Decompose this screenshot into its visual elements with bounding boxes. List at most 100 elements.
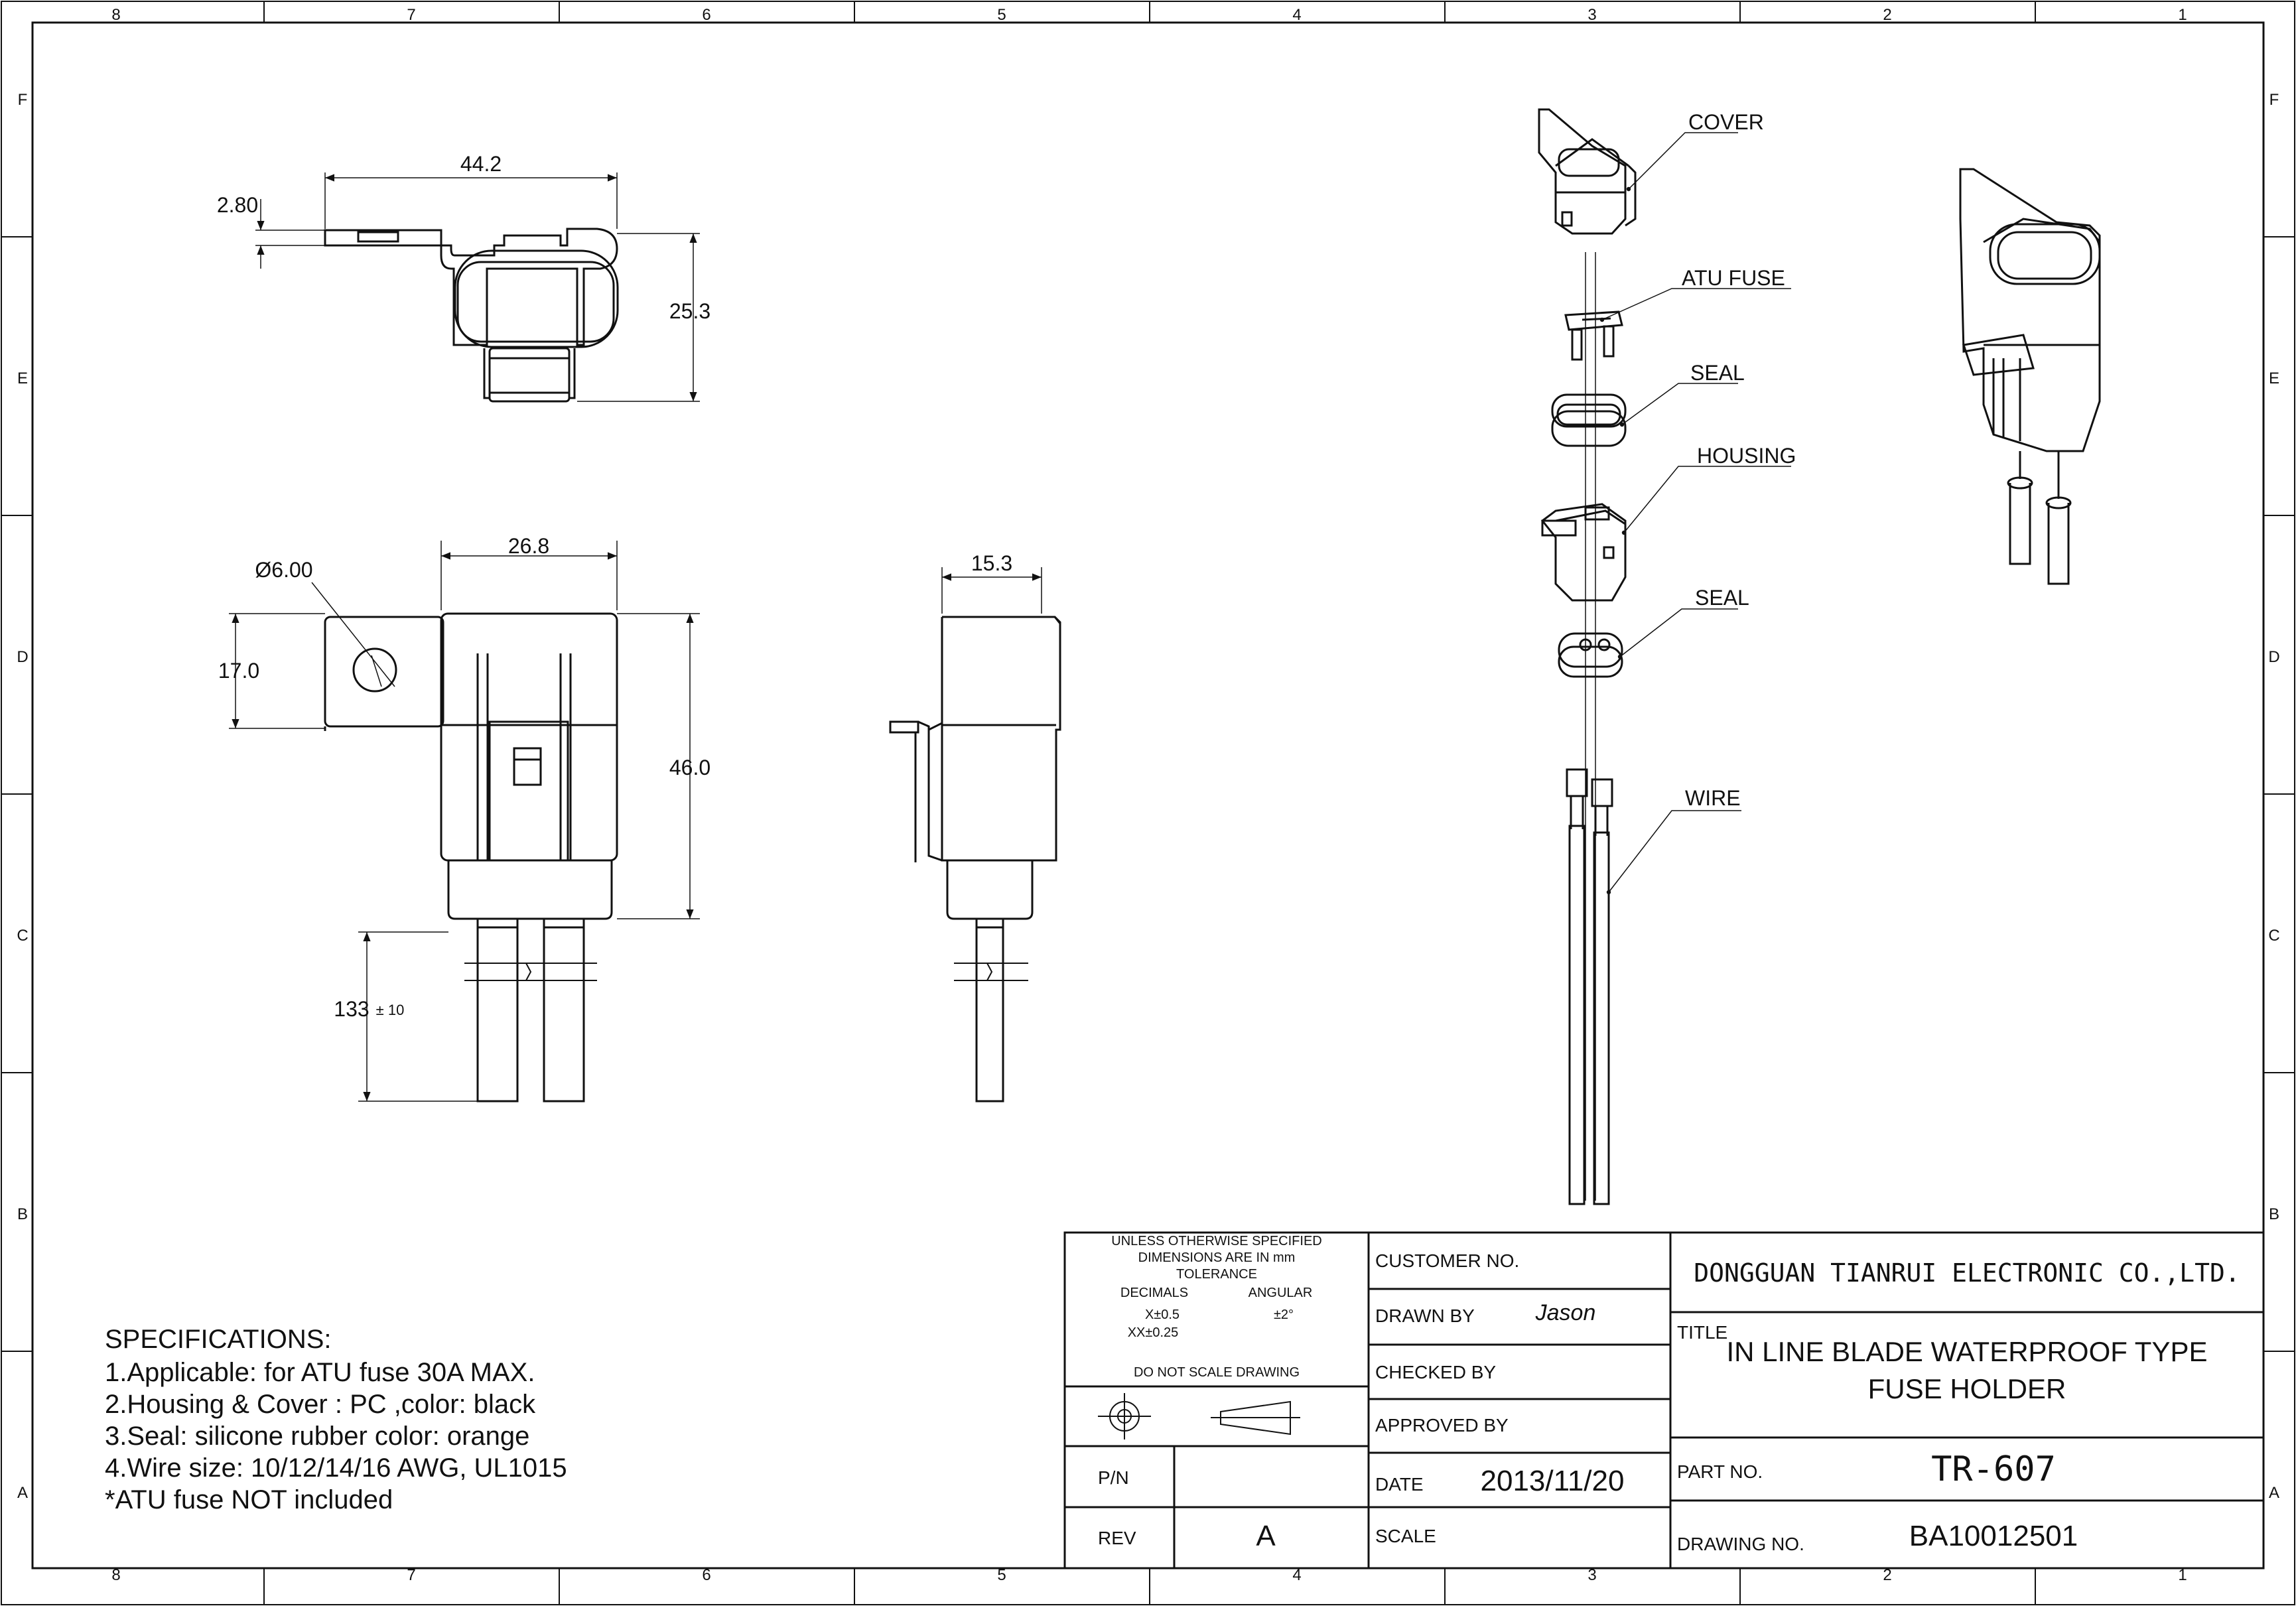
zone-right-e: E [2269, 369, 2279, 387]
specs-line-2: 2.Housing & Cover : PC ,color: black [105, 1390, 536, 1419]
zone-right-f: F [2269, 91, 2279, 109]
wire-part [1566, 768, 1613, 1205]
dim-hole-diameter: Ø6.00 [255, 558, 312, 582]
scale-label: SCALE [1375, 1526, 1436, 1546]
label-atu-fuse: ATU FUSE [1682, 266, 1785, 290]
approved-by-label: APPROVED BY [1375, 1415, 1509, 1436]
decimal-xx: XX±0.25 [1128, 1325, 1179, 1340]
zone-top-5: 5 [997, 6, 1006, 24]
zone-top-2: 2 [1883, 6, 1891, 24]
zone-top-6: 6 [702, 6, 710, 24]
checked-by-label: CHECKED BY [1375, 1362, 1496, 1382]
specs-line-4: 4.Wire size: 10/12/14/16 AWG, UL1015 [105, 1453, 567, 1483]
zone-bottom-6: 6 [702, 1566, 710, 1584]
atu-fuse-part [1564, 310, 1623, 361]
zone-left-e: E [17, 369, 28, 387]
dim-top-height: 25.3 [669, 299, 710, 323]
front-view [324, 612, 618, 1103]
zone-bottom-1: 1 [2178, 1566, 2187, 1584]
zone-left-a: A [17, 1484, 28, 1502]
zone-right-d: D [2268, 648, 2279, 666]
dim-top-width: 44.2 [460, 152, 502, 176]
dim-tab-thickness: 2.80 [217, 193, 258, 217]
company-name: DONGGUAN TIANRUI ELECTRONIC CO.,LTD. [1694, 1258, 2240, 1288]
drawn-by-signature: Jason [1535, 1300, 1596, 1325]
seal-top-part [1551, 393, 1627, 447]
front-view-dimensions [229, 541, 700, 1102]
label-seal-bottom: SEAL [1695, 586, 1749, 610]
customer-no-label: CUSTOMER NO. [1375, 1250, 1519, 1271]
zone-labels: 8 7 6 5 4 3 2 1 8 7 6 5 4 3 2 1 F E D C … [17, 6, 2279, 1584]
zone-bottom-8: 8 [111, 1566, 120, 1584]
zone-bottom-2: 2 [1883, 1566, 1891, 1584]
exploded-leaders [1599, 132, 1791, 895]
tolerance-block: UNLESS OTHERWISE SPECIFIED DIMENSIONS AR… [1111, 1234, 1321, 1380]
label-wire: WIRE [1685, 786, 1741, 810]
date-value: 2013/11/20 [1481, 1465, 1625, 1497]
zone-left-c: C [17, 927, 28, 945]
side-view [889, 616, 1061, 1103]
zone-left-f: F [18, 91, 28, 109]
zone-top-8: 8 [111, 6, 120, 24]
tolerance-note-3: TOLERANCE [1176, 1267, 1257, 1282]
zone-bottom-3: 3 [1587, 1566, 1596, 1584]
title-block-grid [1063, 1231, 2265, 1570]
zone-left-d: D [17, 648, 28, 666]
cover-part [1538, 108, 1637, 235]
do-not-scale: DO NOT SCALE DRAWING [1134, 1365, 1300, 1380]
date-label: DATE [1375, 1474, 1424, 1495]
part-no-value: TR-607 [1931, 1449, 2056, 1489]
title-label: TITLE [1677, 1322, 1727, 1343]
rev-label: REV [1098, 1528, 1136, 1548]
part-no-label: PART NO. [1677, 1461, 1763, 1482]
decimal-x: X±0.5 [1145, 1307, 1180, 1322]
zone-top-7: 7 [407, 6, 415, 24]
dim-front-width: 26.8 [508, 534, 549, 558]
angular-value: ±2° [1274, 1307, 1294, 1322]
side-view-dimensions [941, 567, 1042, 614]
isometric-view [1959, 168, 2101, 585]
zone-bottom-7: 7 [407, 1566, 415, 1584]
specs-heading: SPECIFICATIONS: [105, 1325, 332, 1354]
zone-top-3: 3 [1587, 6, 1596, 24]
drawing-no-label: DRAWING NO. [1677, 1534, 1804, 1554]
decimals-label: DECIMALS [1120, 1286, 1188, 1300]
exploded-view [1538, 108, 1637, 1205]
label-seal-top: SEAL [1690, 361, 1745, 385]
dim-wire-length: 133 [334, 997, 369, 1021]
angular-label: ANGULAR [1249, 1286, 1313, 1300]
title-line-2: FUSE HOLDER [1868, 1373, 2066, 1404]
drawn-by-label: DRAWN BY [1375, 1305, 1475, 1326]
dim-front-height: 46.0 [669, 756, 710, 779]
top-view [324, 228, 619, 403]
housing-part [1540, 503, 1627, 602]
drawing-no-value: BA10012501 [1909, 1520, 2078, 1552]
pn-label: P/N [1098, 1467, 1129, 1488]
tolerance-note-1: UNLESS OTHERWISE SPECIFIED [1111, 1234, 1321, 1248]
specs-line-5: *ATU fuse NOT included [105, 1485, 393, 1514]
label-cover: COVER [1688, 110, 1764, 134]
tolerance-note-2: DIMENSIONS ARE IN mm [1138, 1250, 1296, 1265]
specs-line-3: 3.Seal: silicone rubber color: orange [105, 1422, 529, 1451]
zone-right-b: B [2269, 1205, 2279, 1223]
specs-line-1: 1.Applicable: for ATU fuse 30A MAX. [105, 1358, 535, 1387]
zone-left-b: B [17, 1205, 28, 1223]
dim-tab-height: 17.0 [218, 659, 259, 683]
top-view-dimensions [255, 172, 700, 402]
rev-value: A [1256, 1520, 1276, 1552]
zone-top-1: 1 [2178, 6, 2187, 24]
dim-side-width: 15.3 [971, 551, 1012, 575]
label-housing: HOUSING [1697, 444, 1796, 468]
seal-bottom-part [1558, 632, 1623, 678]
zone-right-a: A [2269, 1484, 2279, 1502]
hole-detail [311, 582, 397, 693]
zone-top-4: 4 [1292, 6, 1301, 24]
zone-right-c: C [2268, 927, 2279, 945]
dim-wire-tolerance: ± 10 [376, 1002, 405, 1018]
title-line-1: IN LINE BLADE WATERPROOF TYPE [1726, 1336, 2207, 1367]
zone-bottom-4: 4 [1292, 1566, 1301, 1584]
zone-bottom-5: 5 [997, 1566, 1006, 1584]
projection-symbol [1098, 1393, 1300, 1439]
